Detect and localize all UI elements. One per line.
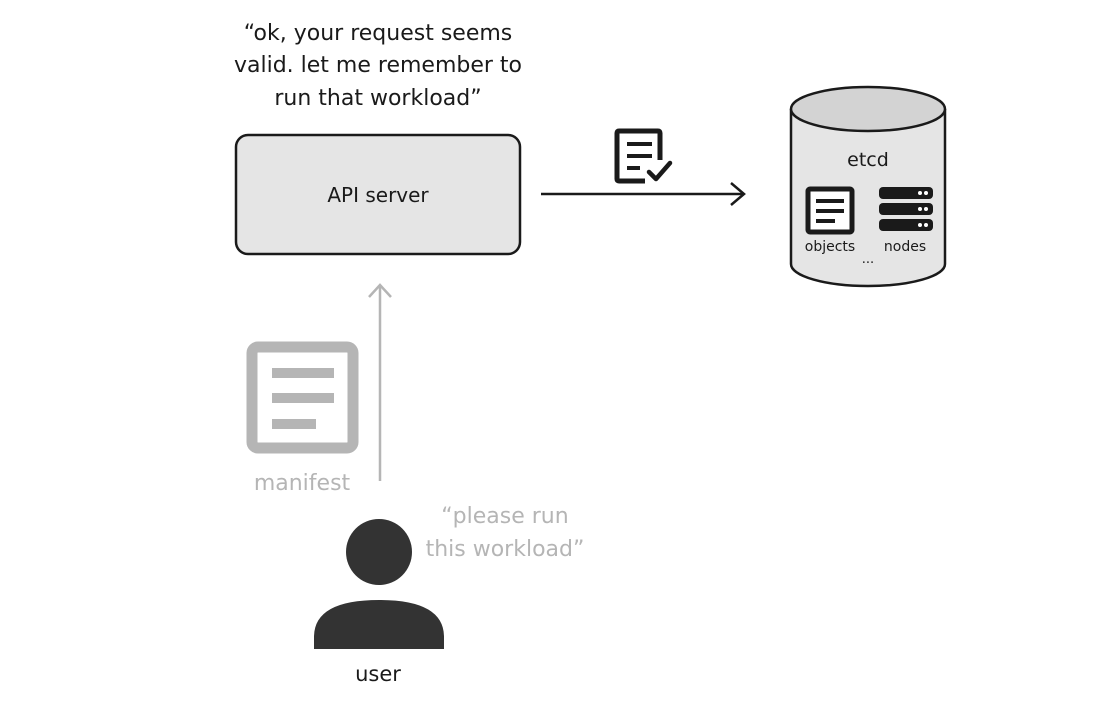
etcd-more-items: ...: [862, 252, 874, 267]
user-quote-line-2: this workload”: [426, 537, 585, 562]
objects-document-icon: [805, 186, 855, 235]
api-server-node[interactable]: API server: [234, 133, 522, 256]
api-server-quote-line-2: valid. let me remember to: [234, 53, 522, 78]
etcd-node[interactable]: etcd objects nodes ...: [789, 85, 947, 288]
manifest-document-icon: [246, 341, 359, 454]
etcd-title: etcd: [847, 149, 889, 171]
api-server-label: API server: [327, 183, 429, 207]
user-label: user: [355, 662, 401, 686]
manifest-label: manifest: [254, 471, 351, 496]
user-person-icon[interactable]: [314, 519, 444, 649]
store-arrow-head: [730, 182, 746, 206]
api-server-quote-line-3: run that workload”: [274, 86, 481, 111]
api-server-box[interactable]: [234, 133, 522, 256]
etcd-cylinder-top: [789, 85, 947, 133]
document-check-icon: [614, 128, 673, 184]
user-quote: “please run this workload”: [426, 504, 585, 562]
etcd-item-objects: objects: [805, 239, 855, 255]
request-arrow: [368, 283, 392, 481]
store-arrow: [541, 182, 746, 206]
api-server-quote-line-1: “ok, your request seems: [244, 21, 513, 46]
etcd-cylinder-body[interactable]: [789, 109, 947, 288]
etcd-item-nodes: nodes: [884, 239, 926, 255]
api-server-quote: “ok, your request seems valid. let me re…: [234, 21, 522, 111]
nodes-server-stack-icon: [879, 187, 933, 231]
user-quote-line-1: “please run: [441, 504, 568, 529]
request-arrow-head: [368, 283, 392, 298]
